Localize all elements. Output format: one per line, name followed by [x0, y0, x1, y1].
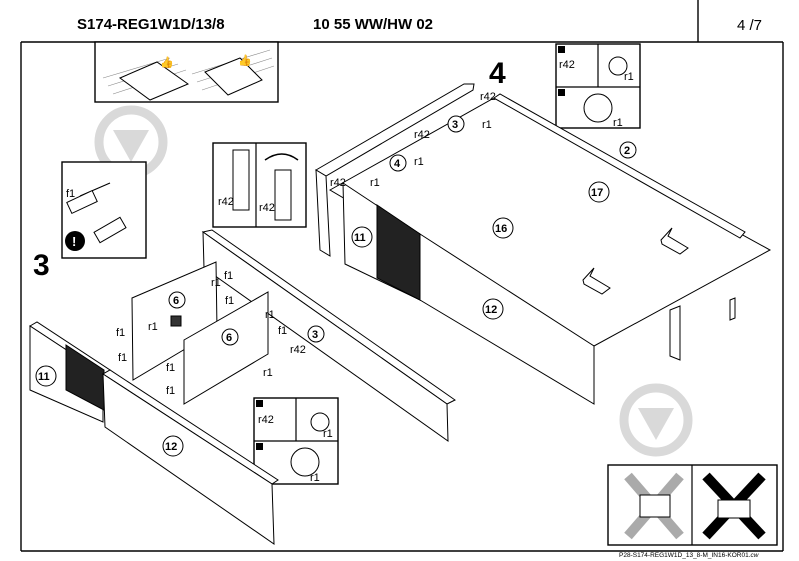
label-f1-inset: f1: [66, 188, 75, 200]
label-r1-g: r1: [263, 367, 273, 379]
label-r1-b: r1: [414, 156, 424, 168]
slide-arrow-icons: [582, 227, 689, 295]
part-label-4: 4: [389, 154, 407, 172]
thumbs-up-icon: 👍: [160, 56, 174, 69]
label-r1-a: r1: [482, 119, 492, 131]
part-label-17: 17: [588, 181, 610, 203]
svg-text:12: 12: [165, 441, 177, 453]
label-r42-a: r42: [480, 91, 496, 103]
inset-surface-handling: 👍 👍: [94, 41, 279, 103]
part-label-3-bottom: 3: [307, 325, 325, 343]
svg-text:12: 12: [485, 304, 497, 316]
label-r1-bottom-inset-a: r1: [323, 428, 333, 440]
svg-text:4: 4: [394, 158, 401, 170]
label-r42-c: r42: [330, 177, 346, 189]
label-r1-bottom-inset-b: r1: [310, 472, 320, 484]
svg-text:6: 6: [173, 295, 179, 307]
label-r42-left: r42: [218, 196, 234, 208]
inset-cam-lock-top: r42 r1 r1: [555, 43, 641, 129]
label-r1-e: r1: [148, 321, 158, 333]
step-4-number: 4: [489, 57, 506, 90]
footer-code: P28-S174-REG1W1D_13_8-M_IN16-KOR01.cw: [619, 552, 758, 559]
part-label-16: 16: [492, 217, 514, 239]
label-f1-c: f1: [278, 325, 287, 337]
watermark-logo-right: [619, 383, 693, 457]
footer-code-suffix: .cw: [748, 552, 759, 559]
label-r42-right: r42: [259, 202, 275, 214]
label-r1-d: r1: [211, 277, 221, 289]
step-3-number: 3: [33, 249, 50, 282]
part-label-3-top: 3: [447, 115, 465, 133]
footer-code-text: P28-S174-REG1W1D_13_8-M_IN16-KOR01: [619, 552, 749, 559]
color-code: 10 55 WW/HW 02: [313, 16, 434, 33]
label-r1-c: r1: [370, 177, 380, 189]
part-label-2: 2: [619, 141, 637, 159]
part-label-12-a: 12: [482, 298, 504, 320]
label-f1-e: f1: [118, 352, 127, 364]
label-r1-top-inset-a: r1: [624, 71, 634, 83]
label-f1-a: f1: [224, 270, 233, 282]
warning-icon: [65, 231, 85, 251]
part-label-11-a: 11: [351, 226, 373, 248]
label-f1-d: f1: [116, 327, 125, 339]
inset-dowel-warning: f1 !: [61, 161, 147, 259]
svg-text:6: 6: [226, 332, 232, 344]
product-code: S174-REG1W1D/13/8: [77, 16, 225, 33]
label-r42-bottom-inset: r42: [258, 414, 274, 426]
svg-text:!: !: [72, 234, 76, 249]
inset-lifting-warning: [607, 464, 778, 546]
part-labels: 2 3 3 4 6 6 11 11: [35, 115, 637, 457]
part-label-6-a: 6: [168, 291, 186, 309]
svg-text:11: 11: [354, 232, 366, 244]
svg-text:11: 11: [38, 371, 50, 383]
svg-text:17: 17: [591, 187, 603, 199]
svg-text:2: 2: [624, 145, 630, 157]
label-r42-b: r42: [414, 129, 430, 141]
thumbs-up-icon-2: 👍: [238, 54, 252, 67]
svg-text:3: 3: [312, 329, 318, 341]
part-label-12-b: 12: [162, 435, 184, 457]
part-label-11-b: 11: [35, 365, 57, 387]
page-number: 4 /7: [737, 17, 763, 34]
step3-assembly: [29, 229, 456, 545]
label-f1-f: f1: [166, 362, 175, 374]
label-r1-top-inset-b: r1: [613, 117, 623, 129]
label-f1-g: f1: [166, 385, 175, 397]
part-label-6-b: 6: [221, 328, 239, 346]
label-f1-b: f1: [225, 295, 234, 307]
label-r42-top-inset: r42: [559, 59, 575, 71]
svg-text:3: 3: [452, 119, 458, 131]
label-r42-d: r42: [290, 344, 306, 356]
fitting-labels: r42 r42 r42 r42 r1 r1 r1 r1 r1 r1 r1 f1 …: [116, 91, 496, 397]
inset-cam-lock-bottom: r42 r1 r1: [253, 397, 339, 485]
label-r1-f: r1: [265, 309, 275, 321]
step4-assembly: [315, 83, 772, 405]
inset-cam-bolt: r42 r42: [212, 142, 307, 228]
svg-text:16: 16: [495, 223, 507, 235]
